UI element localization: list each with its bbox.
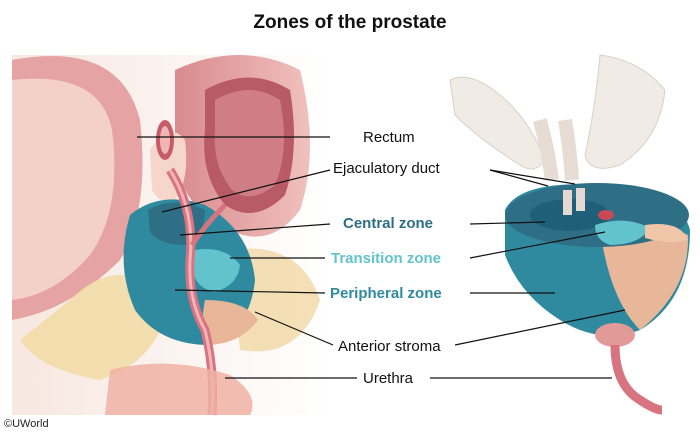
label-central-zone: Central zone: [343, 215, 434, 232]
ejac-duct-leader-left: [161, 169, 331, 213]
anterior-stroma-sagittal: [202, 300, 258, 345]
anterior-stroma-3d: [600, 223, 689, 330]
central-zone-leader-left: [179, 223, 331, 236]
copyright-notice: ©UWorld: [4, 418, 49, 430]
seminal-vesicle-right: [584, 54, 666, 169]
seminal-vesicle-left: [449, 76, 546, 170]
figure-title: Zones of the prostate: [253, 12, 447, 33]
label-peripheral-zone: Peripheral zone: [330, 285, 442, 302]
label-anterior-stroma: Anterior stroma: [338, 338, 441, 355]
label-urethra: Urethra: [363, 370, 414, 387]
prostate-3d: [449, 54, 690, 415]
label-rectum: Rectum: [363, 129, 415, 146]
leader-lines: [137, 136, 626, 379]
rectum: [175, 55, 310, 237]
label-transition-zone: Transition zone: [331, 250, 442, 267]
peripheral-zone-leader-left: [174, 289, 326, 294]
transition-zone-3d: [595, 220, 650, 245]
central-zone-leader-right: [469, 221, 546, 225]
transition-zone-leader-right: [469, 231, 606, 259]
ejac-duct-leader-right: [489, 169, 549, 187]
label-ejaculatory-duct: Ejaculatory duct: [333, 160, 440, 177]
anterior-stroma-leader-left: [254, 311, 334, 346]
urethra-3d: [610, 344, 663, 415]
sagittal-section: [12, 55, 330, 416]
anterior-stroma-leader-right: [454, 309, 626, 346]
transition-zone-sagittal: [193, 249, 240, 292]
